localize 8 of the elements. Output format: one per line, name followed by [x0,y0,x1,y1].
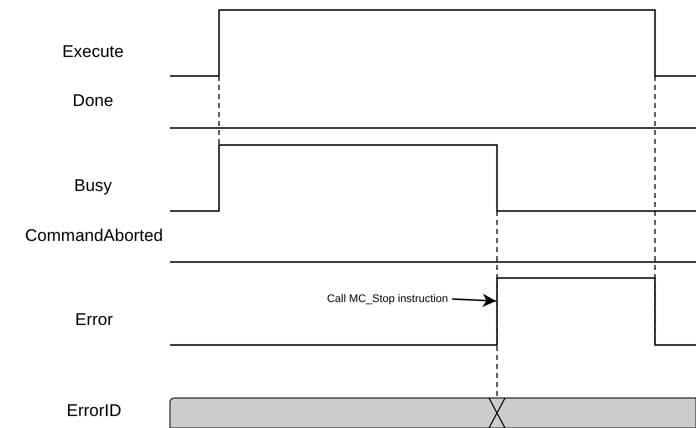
signal-name: ErrorID [66,401,122,421]
signal-name: Execute [62,42,124,62]
signal-name: CommandAborted [25,226,163,246]
signal-name: Error [75,310,113,330]
signal-name: Busy [74,176,112,196]
signal-name: Done [72,91,114,111]
arrow [452,294,496,308]
signal-waveform [170,277,696,346]
